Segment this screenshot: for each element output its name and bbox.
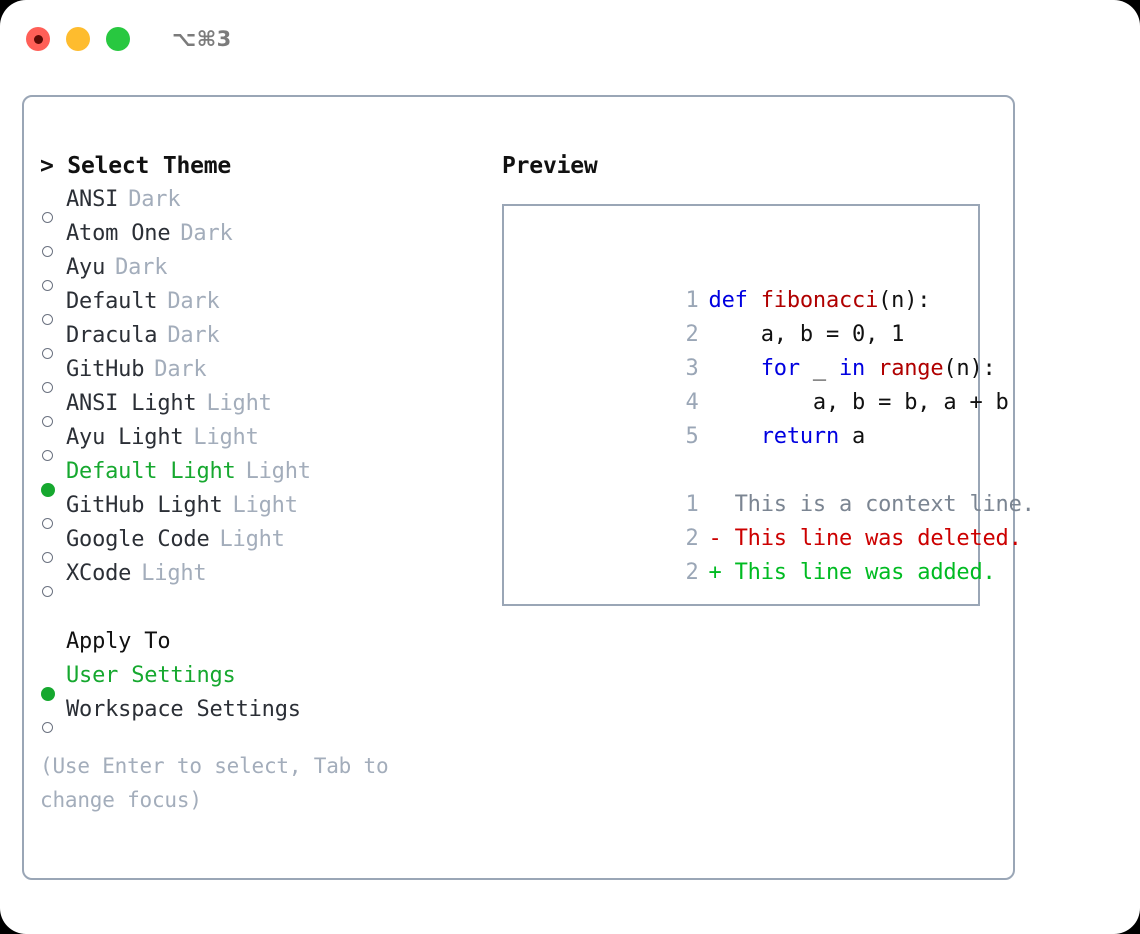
list-item-tag: Dark	[154, 357, 207, 382]
list-item[interactable]: GitHub Dark	[40, 353, 502, 393]
list-item-tag: Light	[245, 459, 311, 484]
line-number: 2	[685, 526, 699, 551]
title-bar: ⌥⌘3	[0, 0, 1140, 78]
theme-picker-dialog: > Select Theme ANSI Dark Atom One Dark A…	[22, 95, 1035, 880]
code-token: a	[839, 424, 866, 449]
list-item-tag: Light	[219, 527, 285, 552]
list-item[interactable]: ANSI Light Light	[40, 387, 502, 427]
list-item-tag: Light	[141, 561, 207, 586]
list-item-selected[interactable]: Default Light Light	[40, 455, 502, 497]
code-token: in	[839, 356, 866, 381]
list-item[interactable]: Ayu Light Light	[40, 421, 502, 461]
code-token: def	[708, 288, 761, 313]
list-item-label: Ayu Light	[66, 425, 184, 450]
line-number: 3	[685, 356, 699, 381]
apply-to-option-label: Workspace Settings	[66, 697, 301, 722]
list-item[interactable]: Google Code Light	[40, 523, 502, 563]
list-item-label: Dracula	[66, 323, 158, 348]
line-number: 2	[685, 322, 699, 347]
line-number: 2	[685, 560, 699, 585]
list-item-label: GitHub Light	[66, 493, 223, 518]
code-token: (n):	[943, 356, 996, 381]
code-token: _	[799, 356, 840, 381]
theme-list-header: > Select Theme	[40, 153, 232, 179]
apply-to-option-selected[interactable]: User Settings	[40, 659, 502, 701]
diff-sign	[709, 492, 722, 517]
list-item-tag: Dark	[115, 255, 168, 280]
theme-list-panel: > Select Theme ANSI Dark Atom One Dark A…	[24, 149, 502, 817]
code-token	[709, 356, 761, 381]
list-spacer	[40, 591, 502, 625]
line-number: 1	[685, 492, 699, 517]
code-token: fibonacci	[760, 288, 879, 313]
list-item-tag: Light	[193, 425, 259, 450]
code-line: 2 a, b = 0, 1	[518, 284, 978, 347]
code-token	[865, 356, 878, 381]
apply-to-option[interactable]: Workspace Settings	[40, 693, 502, 733]
list-item-tag: Dark	[167, 323, 220, 348]
list-item-tag: Dark	[180, 221, 233, 246]
list-item-label: Google Code	[66, 527, 210, 552]
maximize-button[interactable]	[106, 27, 130, 51]
apply-to-option-label: User Settings	[66, 663, 236, 688]
close-button[interactable]	[26, 27, 50, 51]
diff-line-added: 2 + This line was added.	[518, 522, 996, 585]
keyboard-hint: (Use Enter to select, Tab to change focu…	[40, 754, 389, 812]
list-item[interactable]: XCode Light	[40, 557, 502, 597]
diff-text: This is a context line.	[721, 492, 1035, 517]
list-item-tag: Dark	[128, 187, 181, 212]
diff-line-context: 1 This is a context line.	[518, 454, 1035, 517]
code-token: a, b = 0, 1	[708, 322, 905, 347]
code-line: 4 a, b = b, a + b	[518, 352, 1009, 415]
code-line: 5 return a	[518, 386, 978, 449]
diff-sign: -	[708, 526, 722, 551]
diff-line-deleted: 2- This line was deleted.	[518, 488, 1022, 551]
diff-sign: +	[708, 560, 722, 585]
code-token: for	[760, 356, 800, 381]
close-icon	[33, 34, 43, 44]
list-item[interactable]: Dracula Dark	[40, 319, 502, 359]
list-item-label: GitHub	[66, 357, 145, 382]
list-item[interactable]: Ayu Dark	[40, 251, 502, 291]
diff-text: This line was deleted.	[721, 526, 1022, 551]
diff-text: This line was added.	[721, 560, 996, 585]
preview-title: Preview	[502, 153, 598, 179]
list-item[interactable]: ANSI Dark	[40, 183, 502, 223]
line-number: 1	[685, 288, 699, 313]
code-line: 1 def fibonacci(n):	[518, 250, 978, 313]
list-item[interactable]: Default Dark	[40, 285, 502, 325]
list-item-label: Default	[66, 289, 158, 314]
list-item-label: ANSI	[66, 187, 119, 212]
list-item-label: Default Light	[66, 459, 236, 484]
line-number: 4	[685, 390, 699, 415]
apply-to-label: Apply To	[66, 629, 171, 654]
code-token	[709, 424, 761, 449]
list-item-label: Ayu	[66, 255, 106, 280]
list-item-tag: Light	[232, 493, 298, 518]
list-item-tag: Dark	[167, 289, 220, 314]
list-item-label: ANSI Light	[66, 391, 197, 416]
keyboard-shortcut-label: ⌥⌘3	[172, 27, 232, 51]
list-item[interactable]: GitHub Light Light	[40, 489, 502, 529]
line-number: 5	[685, 424, 699, 449]
code-token: range	[878, 356, 944, 381]
list-item-label: XCode	[66, 561, 132, 586]
code-line: 3 for _ in range(n):	[518, 318, 996, 381]
minimize-button[interactable]	[66, 27, 90, 51]
list-item[interactable]: Atom One Dark	[40, 217, 502, 257]
window-controls	[26, 27, 130, 51]
list-item-tag: Light	[206, 391, 272, 416]
code-token: (n):	[878, 288, 931, 313]
code-token: a, b = b, a + b	[708, 390, 1009, 415]
list-item-label: Atom One	[66, 221, 171, 246]
code-token: return	[760, 424, 840, 449]
